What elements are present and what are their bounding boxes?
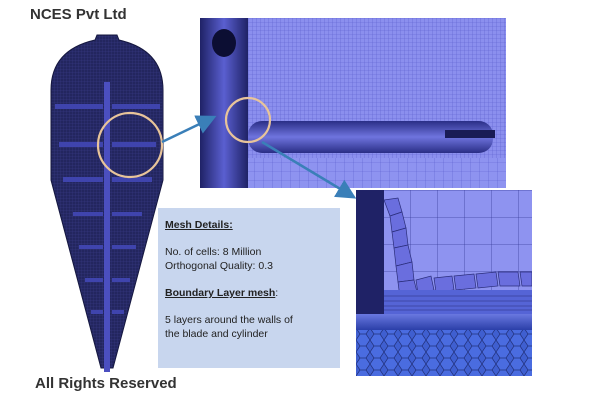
rights-reserved: All Rights Reserved bbox=[35, 375, 177, 392]
boundary-layer-colon: : bbox=[275, 287, 279, 299]
cells-count: No. of cells: 8 Million bbox=[165, 246, 262, 258]
vessel-mesh-image bbox=[50, 34, 164, 372]
blade-mesh-zoom-image bbox=[200, 18, 506, 188]
boundary-layer-mesh-image bbox=[356, 190, 532, 376]
boundary-layer-line-1: 5 layers around the walls of bbox=[165, 314, 293, 326]
company-name: NCES Pvt Ltd bbox=[30, 6, 127, 23]
highlight-circle-zoom bbox=[224, 96, 272, 144]
orthogonal-quality: Orthogonal Quality: 0.3 bbox=[165, 260, 273, 272]
boundary-layer-line-2: the blade and cylinder bbox=[165, 328, 268, 340]
mesh-details-panel: Mesh Details: No. of cells: 8 Million Or… bbox=[158, 208, 340, 368]
mesh-details-heading: Mesh Details: bbox=[165, 219, 233, 231]
highlight-circle bbox=[96, 111, 164, 179]
boundary-layer-heading: Boundary Layer mesh bbox=[165, 287, 276, 299]
